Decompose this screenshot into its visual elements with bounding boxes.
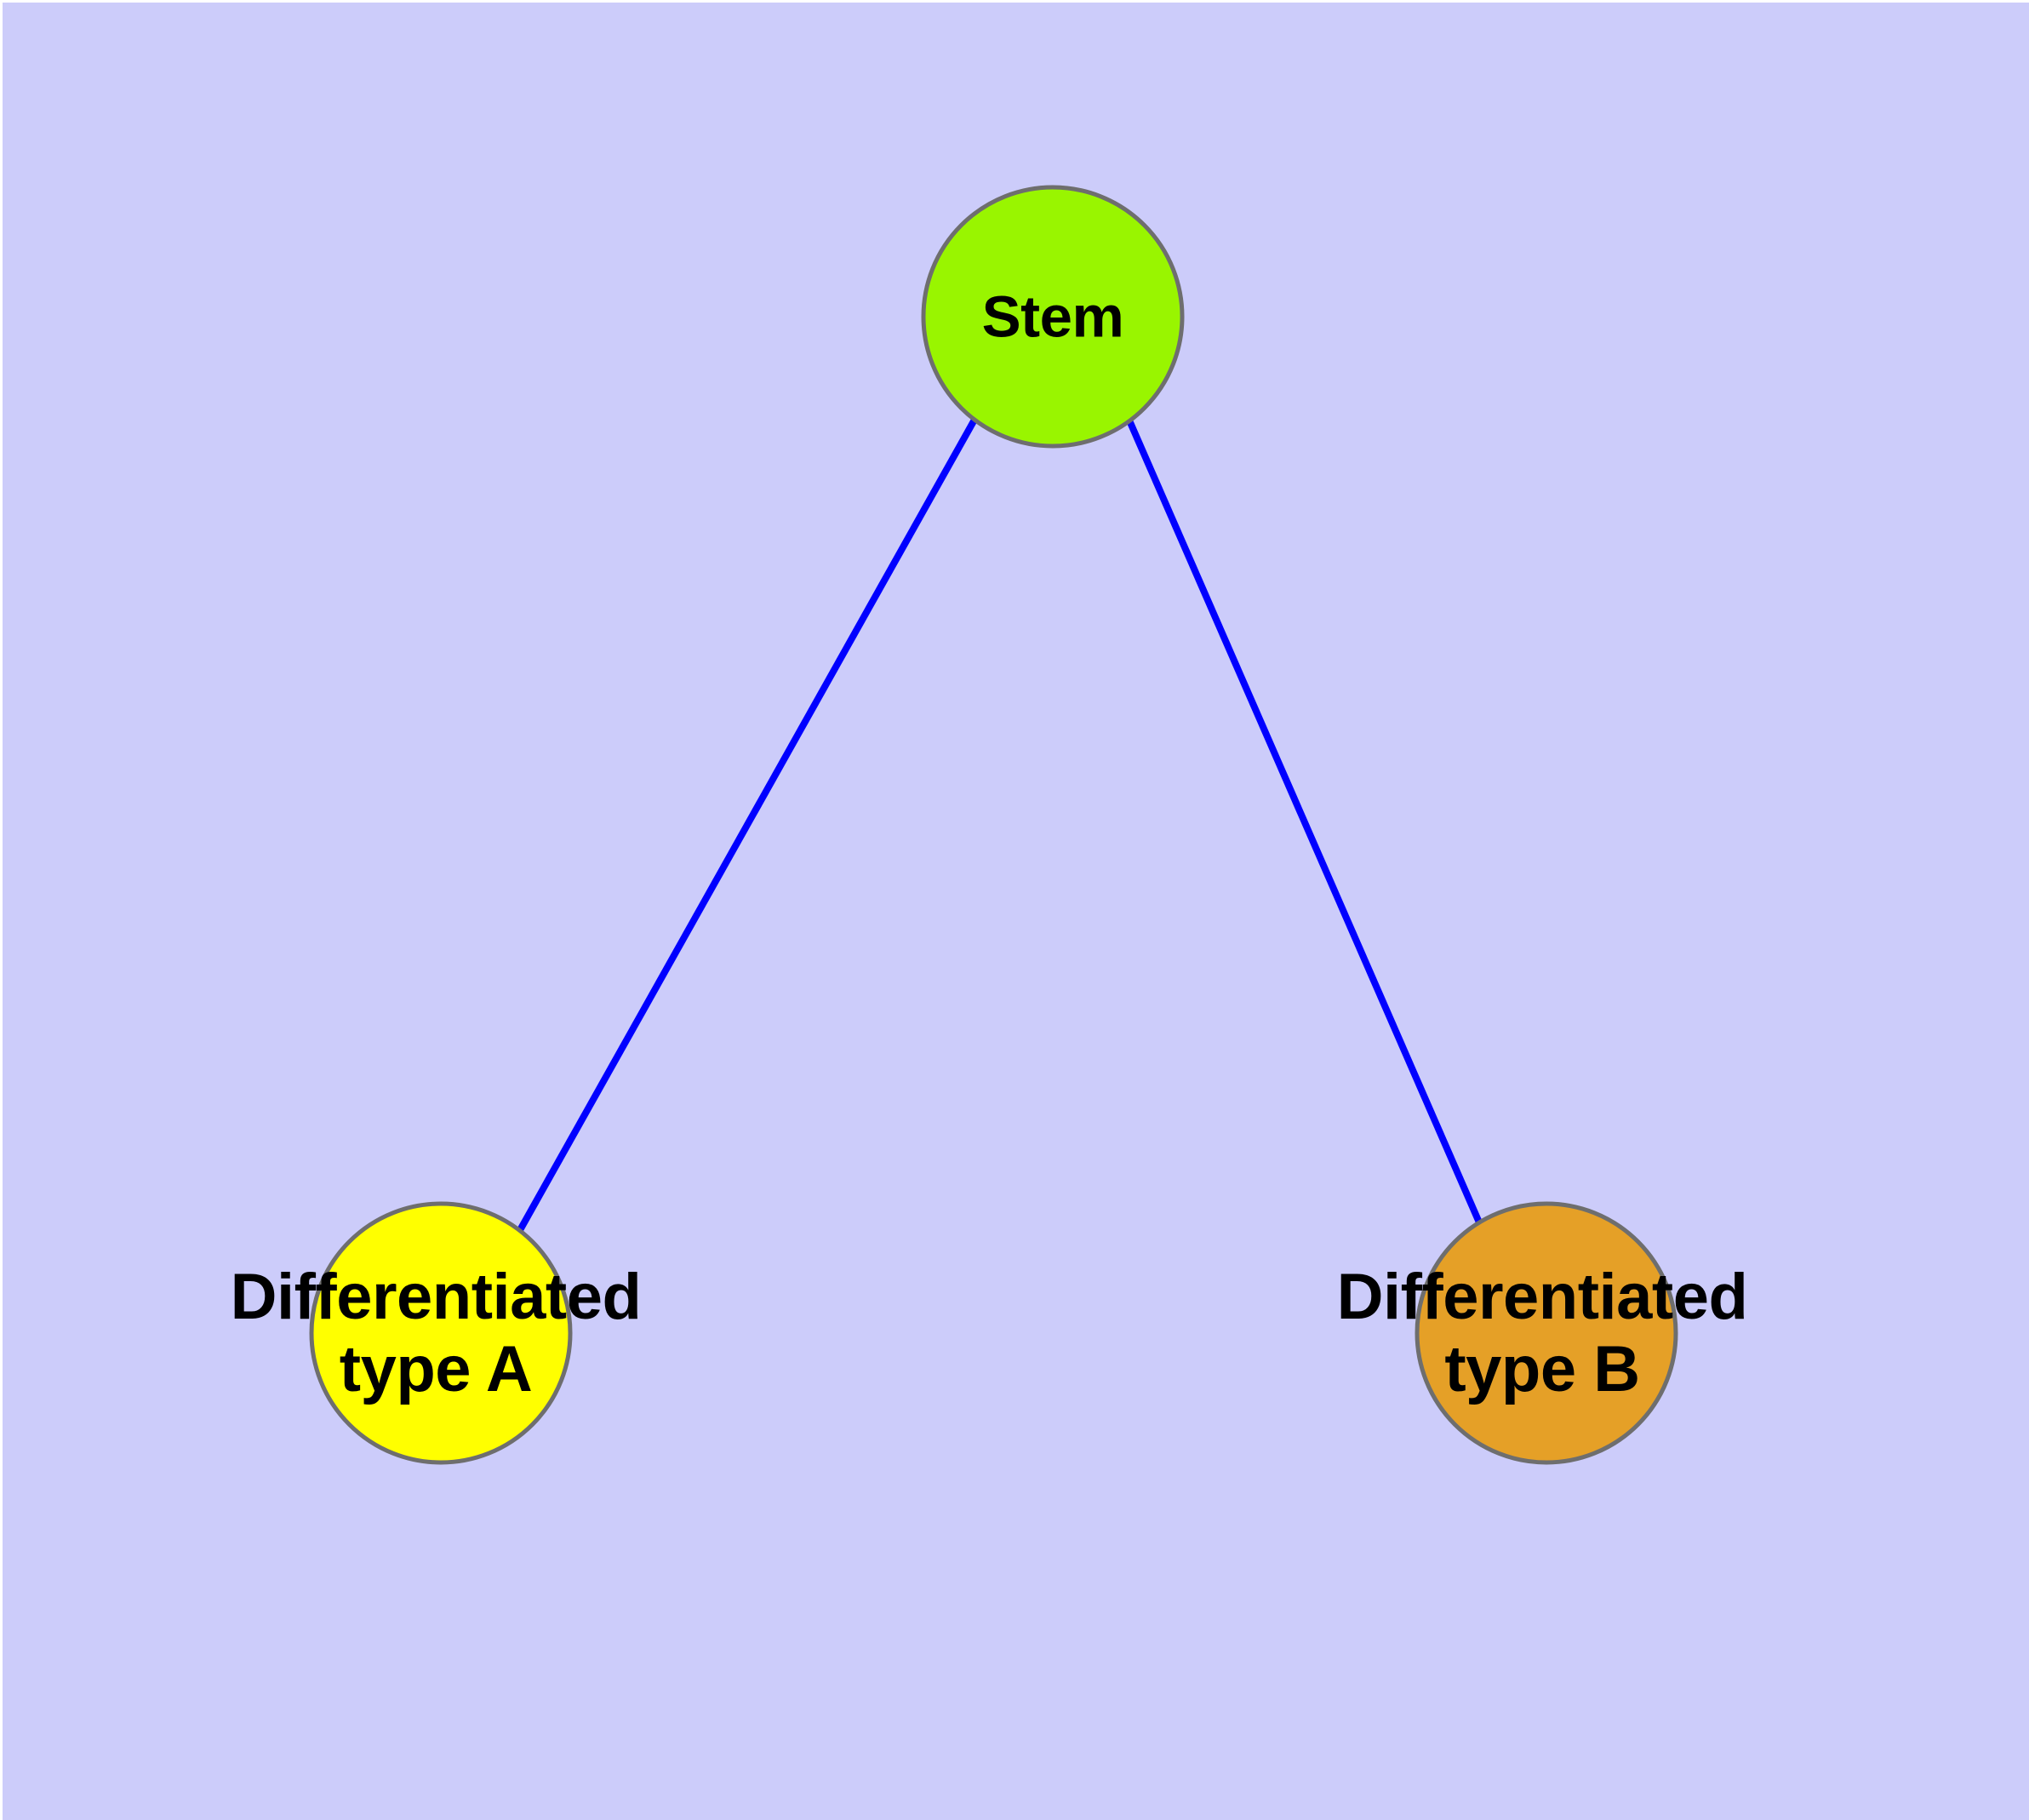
nodes-layer — [309, 185, 1678, 1465]
graph-node-stem[interactable] — [921, 185, 1185, 449]
graph-node-diff-b[interactable] — [1415, 1201, 1678, 1465]
graph-edge-stem-to-diff-a[interactable] — [517, 418, 978, 1232]
graph-edge-stem-to-diff-b[interactable] — [1126, 419, 1483, 1224]
graph-node-diff-a[interactable] — [309, 1201, 573, 1465]
edges-layer — [517, 418, 1483, 1232]
